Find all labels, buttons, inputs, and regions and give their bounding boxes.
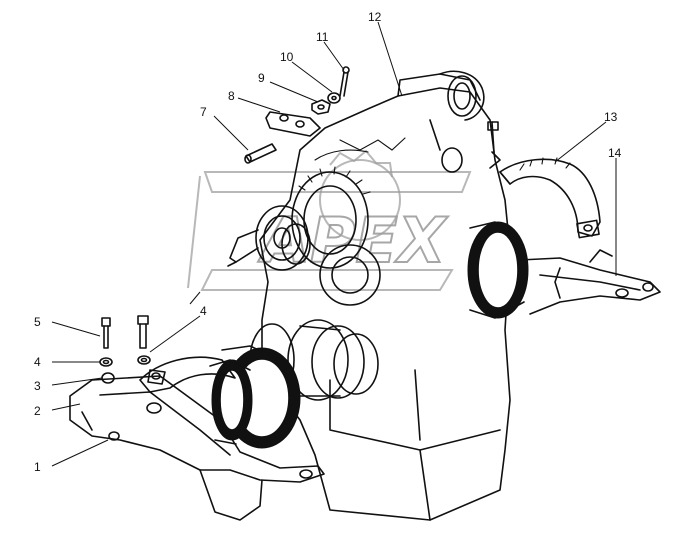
right-washer-left-side xyxy=(137,355,151,365)
left-washer xyxy=(99,357,113,367)
cotter-pin-part xyxy=(339,66,350,97)
callout-1: 1 xyxy=(34,460,41,474)
leader-lines xyxy=(51,21,617,467)
right-bolt-left-side xyxy=(137,315,149,349)
callout-7: 7 xyxy=(200,105,207,119)
right-support-bracket xyxy=(519,249,661,315)
pin-part xyxy=(244,143,277,164)
callout-9: 9 xyxy=(258,71,265,85)
left-bolt xyxy=(101,317,111,349)
right-bearing-ring xyxy=(467,221,529,319)
watermark-text: APEX xyxy=(257,204,449,277)
left-bearing-ring-inner xyxy=(209,359,253,445)
nut-part xyxy=(311,99,331,115)
input-shaft-assembly xyxy=(227,205,311,271)
callout-5: 5 xyxy=(34,315,41,329)
left-support-bracket xyxy=(69,372,325,521)
callout-4b: 4 xyxy=(200,304,207,318)
callout-12: 12 xyxy=(368,10,382,24)
callout-14: 14 xyxy=(608,146,622,160)
callout-2: 2 xyxy=(34,404,41,418)
callout-10: 10 xyxy=(280,50,294,64)
washer-part xyxy=(327,92,341,104)
callout-11: 11 xyxy=(316,30,329,44)
watermark-logo: APEX xyxy=(187,149,472,291)
callout-13: 13 xyxy=(604,110,618,124)
right-bearing-cap xyxy=(499,157,601,239)
callout-labels: 1 2 3 4 4 5 7 8 9 10 11 12 13 14 xyxy=(34,10,622,474)
callout-4a: 4 xyxy=(34,355,41,369)
lock-plate-part xyxy=(265,111,321,137)
callout-8: 8 xyxy=(228,89,235,103)
callout-3: 3 xyxy=(34,379,41,393)
